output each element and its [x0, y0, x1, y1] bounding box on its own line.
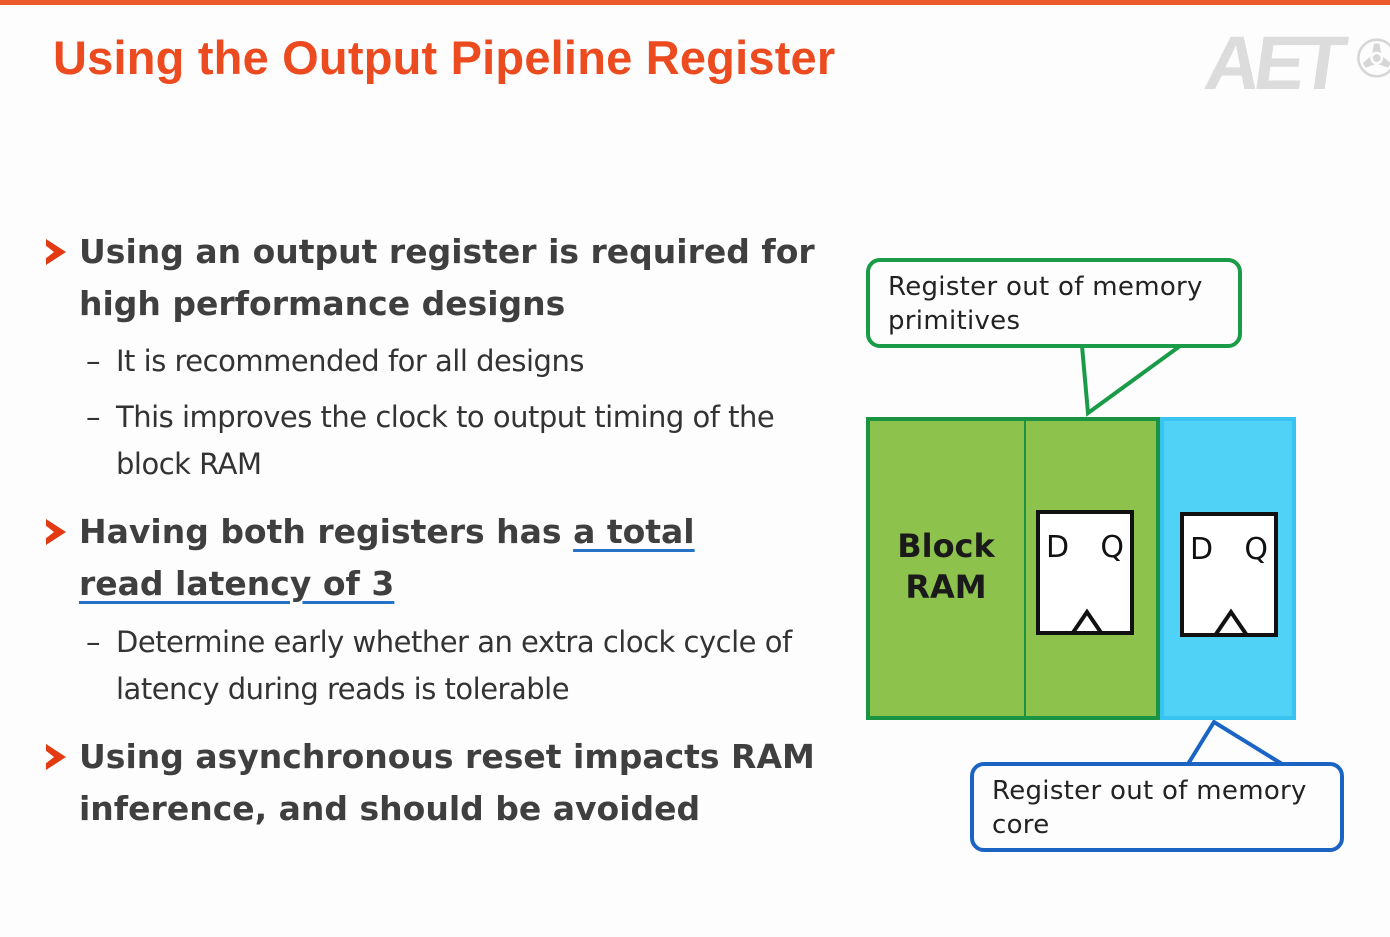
slide-title: Using the Output Pipeline Register: [53, 31, 836, 84]
ff-d-label: D: [1190, 532, 1214, 567]
flip-flop-primitive: D Q: [1036, 510, 1134, 636]
bullet-1-text: Using an output register is required for…: [79, 232, 815, 323]
callout-bottom-pointer-line: [1186, 719, 1284, 766]
callout-bottom-pointer: [1188, 722, 1282, 765]
bullet-arrow-icon: [45, 239, 66, 265]
flip-flop-core: D Q: [1180, 512, 1278, 637]
callout-memory-primitives: Register out of memory primitives: [866, 258, 1242, 348]
dash-glyph: –: [86, 344, 101, 378]
clock-triangle-icon: [1070, 608, 1104, 636]
bullet-1-sub-2: –This improves the clock to output timin…: [86, 394, 856, 488]
bullet-3-text: Using asynchronous reset impacts RAM inf…: [79, 737, 815, 828]
bullet-arrow-icon: [45, 519, 66, 545]
sub-text: It is recommended for all designs: [116, 344, 584, 378]
top-accent-rule: [0, 0, 1390, 5]
callout-top-pointer-line: [1080, 344, 1182, 417]
ff-d-label: D: [1046, 530, 1070, 565]
block-ram-label: Block RAM: [897, 527, 995, 606]
sub-text: Determine early whether an extra clock c…: [116, 625, 792, 706]
bullet-2-text: Having both registers has a total read l…: [79, 506, 779, 610]
logo-mark-icon: ✇: [1355, 30, 1390, 90]
bullet-arrow-icon: [45, 744, 66, 770]
bullet-1-sub-1: –It is recommended for all designs: [86, 338, 856, 385]
callout-memory-core: Register out of memory core: [970, 762, 1344, 852]
ff-q-label: Q: [1100, 530, 1124, 565]
ff-q-label: Q: [1244, 532, 1268, 567]
total-read-latency-link[interactable]: a total read latency of 3: [79, 512, 695, 603]
dash-glyph: –: [86, 625, 101, 659]
block-ram: [866, 417, 1026, 720]
bullet-2-sub-1: –Determine early whether an extra clock …: [86, 619, 856, 713]
bullet-2-plain: Having both registers has: [79, 512, 574, 551]
dash-glyph: –: [86, 400, 101, 434]
clock-triangle-icon: [1214, 608, 1248, 636]
callout-top-pointer: [1082, 344, 1180, 413]
sub-text: This improves the clock to output timing…: [116, 400, 775, 481]
